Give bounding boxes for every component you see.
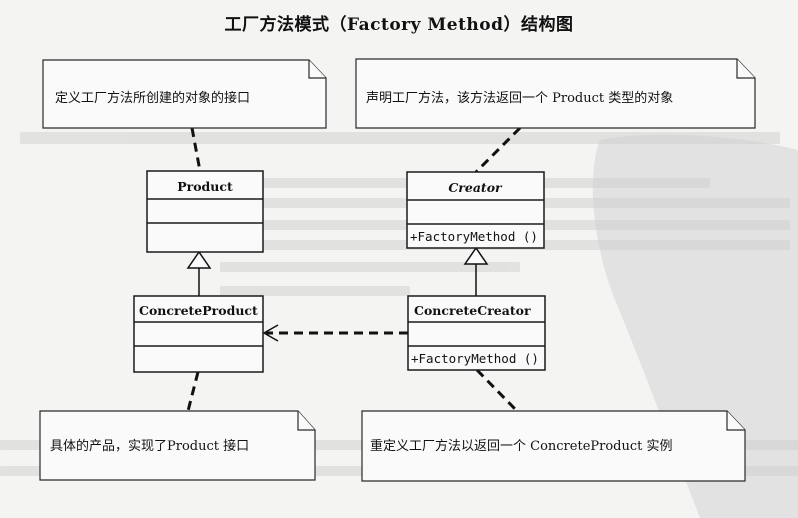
class-concrete-creator[interactable]: ConcreteCreator +FactoryMethod () bbox=[407, 295, 546, 371]
concrete-creator-note-anchor bbox=[475, 368, 519, 413]
creator-note-anchor bbox=[474, 126, 522, 174]
creator-note: 声明工厂方法，该方法返回一个 Product 类型的对象 bbox=[355, 58, 756, 129]
class-creator-operation: +FactoryMethod () bbox=[410, 229, 538, 244]
product-note-text: 定义工厂方法所创建的对象的接口 bbox=[55, 90, 250, 106]
generalization-arrow-creator bbox=[463, 246, 489, 265]
class-creator-name: Creator bbox=[448, 180, 503, 195]
concrete-creator-note-text: 重定义工厂方法以返回一个 ConcreteProduct 实例 bbox=[370, 438, 673, 454]
dependency-arrowhead bbox=[262, 324, 279, 342]
concrete-creator-note: 重定义工厂方法以返回一个 ConcreteProduct 实例 bbox=[361, 410, 746, 482]
class-concrete-product-name: ConcreteProduct bbox=[139, 303, 258, 318]
concrete-product-note-text: 具体的产品，实现了Product 接口 bbox=[50, 438, 249, 454]
class-creator[interactable]: Creator +FactoryMethod () bbox=[406, 171, 545, 249]
class-product-name: Product bbox=[177, 179, 233, 194]
concrete-product-note-anchor bbox=[186, 371, 200, 412]
product-note-anchor bbox=[190, 127, 202, 172]
concrete-product-note: 具体的产品，实现了Product 接口 bbox=[39, 410, 316, 481]
creator-note-text: 声明工厂方法，该方法返回一个 Product 类型的对象 bbox=[366, 90, 673, 106]
class-product[interactable]: Product bbox=[146, 170, 264, 253]
class-concrete-creator-name: ConcreteCreator bbox=[414, 303, 531, 318]
class-concrete-product[interactable]: ConcreteProduct bbox=[133, 295, 264, 373]
diagram-title: 工厂方法模式（Factory Method）结构图 bbox=[224, 15, 574, 35]
product-note: 定义工厂方法所创建的对象的接口 bbox=[42, 59, 327, 129]
generalization-arrow-product bbox=[186, 250, 212, 269]
class-concrete-creator-operation: +FactoryMethod () bbox=[411, 351, 539, 366]
